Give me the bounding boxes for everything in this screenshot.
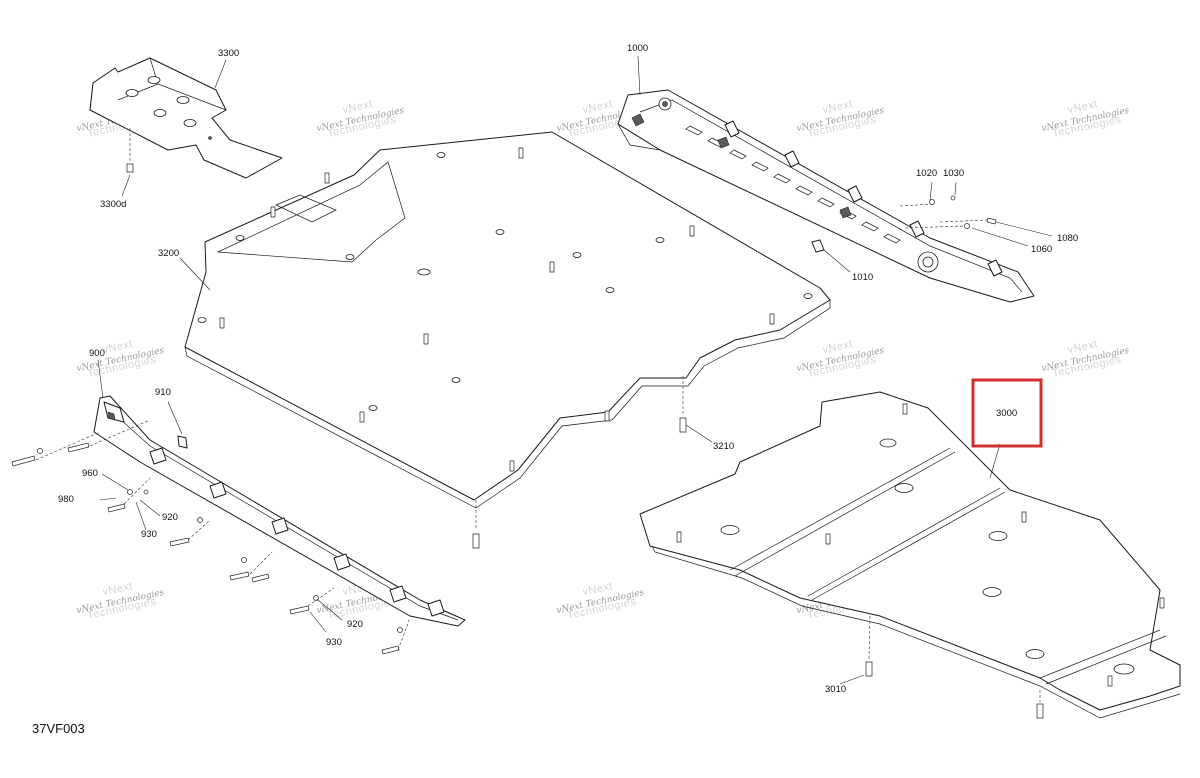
highlight-box xyxy=(971,378,1043,448)
highlight-callout-3000[interactable]: 3000 xyxy=(971,378,1043,448)
part-3200-floor-panel xyxy=(179,131,831,549)
label-3300d: 3300d xyxy=(100,199,126,210)
label-3010: 3010 xyxy=(825,684,846,695)
label-1000: 1000 xyxy=(627,43,648,54)
label-1030: 1030 xyxy=(943,168,964,179)
label-920-upper: 920 xyxy=(162,512,178,523)
label-1080: 1080 xyxy=(1057,233,1078,244)
label-960: 960 xyxy=(82,468,98,479)
label-930-upper: 930 xyxy=(141,529,157,540)
label-920-lower: 920 xyxy=(347,619,363,630)
bumper-slots xyxy=(685,125,901,244)
label-980: 980 xyxy=(58,494,74,505)
label-3300: 3300 xyxy=(218,48,239,59)
label-3200: 3200 xyxy=(158,248,179,259)
label-3000: 3000 xyxy=(996,408,1017,419)
label-1060: 1060 xyxy=(1031,244,1052,255)
label-1020: 1020 xyxy=(916,168,937,179)
label-3210: 3210 xyxy=(713,441,734,452)
label-910: 910 xyxy=(155,387,171,398)
part-900-front-bar xyxy=(11,359,466,655)
part-3300-bracket xyxy=(89,57,283,197)
bumper-clips xyxy=(631,113,1003,277)
label-930-lower: 930 xyxy=(326,637,342,648)
part-labels: 3300 3300d 1000 1020 1030 1080 1060 1010… xyxy=(58,43,1078,695)
label-1010: 1010 xyxy=(852,272,873,283)
figure-code: 37VF003 xyxy=(32,721,85,736)
front-bar-fasteners xyxy=(11,442,403,655)
label-900: 900 xyxy=(89,348,105,359)
part-1000-bumper xyxy=(617,55,1053,303)
part-3000-skid-plate xyxy=(639,391,1181,719)
floor-panel-pins xyxy=(219,147,775,472)
front-bar-brackets xyxy=(149,447,445,617)
